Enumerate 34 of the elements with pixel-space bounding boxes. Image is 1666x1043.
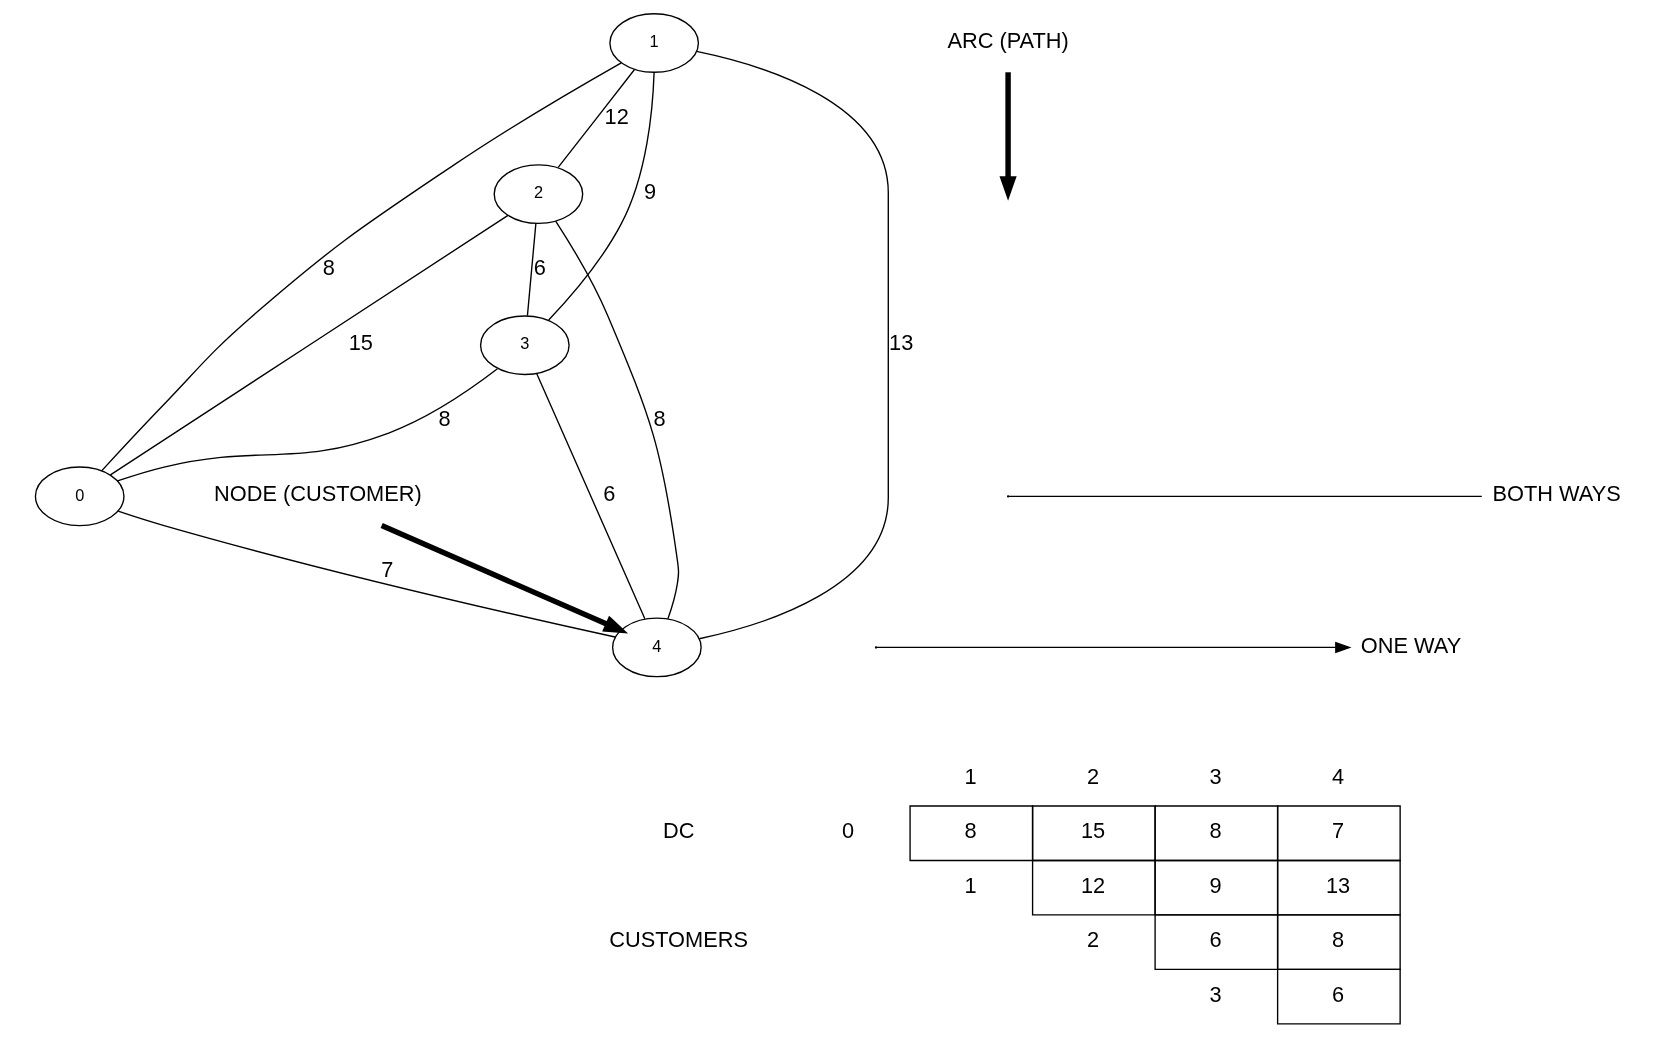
- edge-label: 9: [643, 179, 656, 205]
- edge-label: 7: [380, 557, 393, 583]
- node-text: NODE (CUSTOMER): [213, 481, 422, 507]
- label: 0: [841, 818, 854, 844]
- node-text: ARC (PATH): [946, 28, 1069, 54]
- label: 6: [1209, 927, 1222, 953]
- label: DC: [662, 818, 694, 844]
- legend-label: BOTH WAYS: [1492, 481, 1621, 507]
- legend-label: ONE WAY: [1360, 632, 1461, 658]
- label: 9: [1209, 872, 1222, 898]
- label: 2: [1086, 763, 1099, 789]
- label: 15: [1080, 818, 1105, 844]
- edge-label: 15: [348, 330, 373, 356]
- label: 7: [1331, 818, 1344, 844]
- edge-label: 8: [437, 405, 451, 431]
- label: 1: [964, 872, 977, 898]
- edge-label: 13: [888, 330, 913, 356]
- label: 3: [1209, 981, 1222, 1007]
- edge-label: 8: [653, 405, 666, 431]
- label: 12: [1080, 872, 1105, 898]
- label: 8: [1331, 927, 1344, 953]
- edge-label: 6: [602, 481, 615, 507]
- label: 6: [1331, 981, 1344, 1007]
- label: CUSTOMERS: [608, 927, 748, 953]
- edge-label: 8: [322, 254, 335, 280]
- label: 1: [964, 763, 977, 789]
- label: 4: [1331, 763, 1344, 789]
- label: 8: [1209, 818, 1222, 844]
- edge-label: 6: [533, 254, 546, 280]
- edge-label: 12: [604, 103, 629, 129]
- label: 3: [1209, 763, 1222, 789]
- label: 13: [1325, 872, 1350, 898]
- label: 2: [1086, 927, 1099, 953]
- label: 8: [964, 818, 977, 844]
